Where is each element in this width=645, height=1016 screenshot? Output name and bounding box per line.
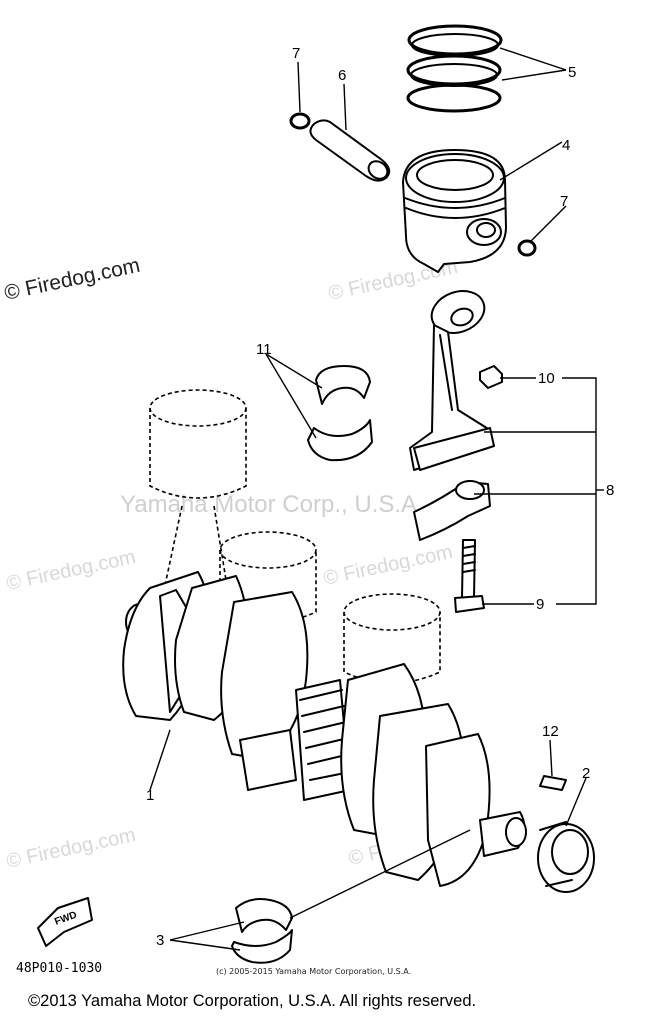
bearing-shells-drawing xyxy=(307,365,373,462)
circlip-right-drawing xyxy=(517,239,537,257)
woodruff-key-drawing xyxy=(539,775,567,791)
oil-seal-drawing xyxy=(537,821,595,893)
piston-rings-drawing xyxy=(406,24,503,113)
piston-drawing xyxy=(402,149,507,273)
part-number-labels: 5 7 6 4 7 10 8 9 11 12 2 1 3 xyxy=(146,45,614,949)
diagram-code: 48P010-1030 xyxy=(16,961,102,976)
part-number-4: 4 xyxy=(562,137,570,154)
small-copyright: (c) 2005-2015 Yamaha Motor Corporation, … xyxy=(216,967,411,976)
watermark-corp: Yamaha Motor Corp., U.S.A. xyxy=(120,491,424,518)
part-number-8: 8 xyxy=(606,482,614,499)
part-number-11: 11 xyxy=(256,341,272,358)
watermark-firedog-midleft: © Firedog.com xyxy=(4,546,137,595)
part-number-6: 6 xyxy=(338,67,346,84)
circlip-top-drawing xyxy=(289,112,311,130)
part-number-7-right: 7 xyxy=(560,193,568,210)
part-number-2: 2 xyxy=(582,765,590,782)
part-number-1: 1 xyxy=(146,787,154,804)
part-number-10: 10 xyxy=(538,370,555,387)
callout-lines xyxy=(149,47,604,951)
forward-direction-arrow: FWD xyxy=(37,897,93,947)
bolt-drawing xyxy=(454,539,485,613)
footer-copyright: ©2013 Yamaha Motor Corporation, U.S.A. A… xyxy=(28,992,476,1010)
watermark-firedog-midright: © Firedog.com xyxy=(321,541,454,590)
nut-drawing xyxy=(479,365,503,389)
piston-pin-drawing xyxy=(309,119,391,182)
watermark-firedog-topleft: © Firedog.com xyxy=(2,254,142,305)
part-number-3: 3 xyxy=(156,932,164,949)
part-number-12: 12 xyxy=(542,723,559,740)
watermark-firedog-bottomleft: © Firedog.com xyxy=(4,824,137,873)
main-bearings-drawing xyxy=(231,898,293,964)
part-number-5: 5 xyxy=(568,64,576,81)
connecting-rod-drawing xyxy=(409,290,495,541)
crankshaft-drawing xyxy=(122,571,527,887)
part-number-9: 9 xyxy=(536,596,544,613)
part-number-7-top: 7 xyxy=(292,45,300,62)
